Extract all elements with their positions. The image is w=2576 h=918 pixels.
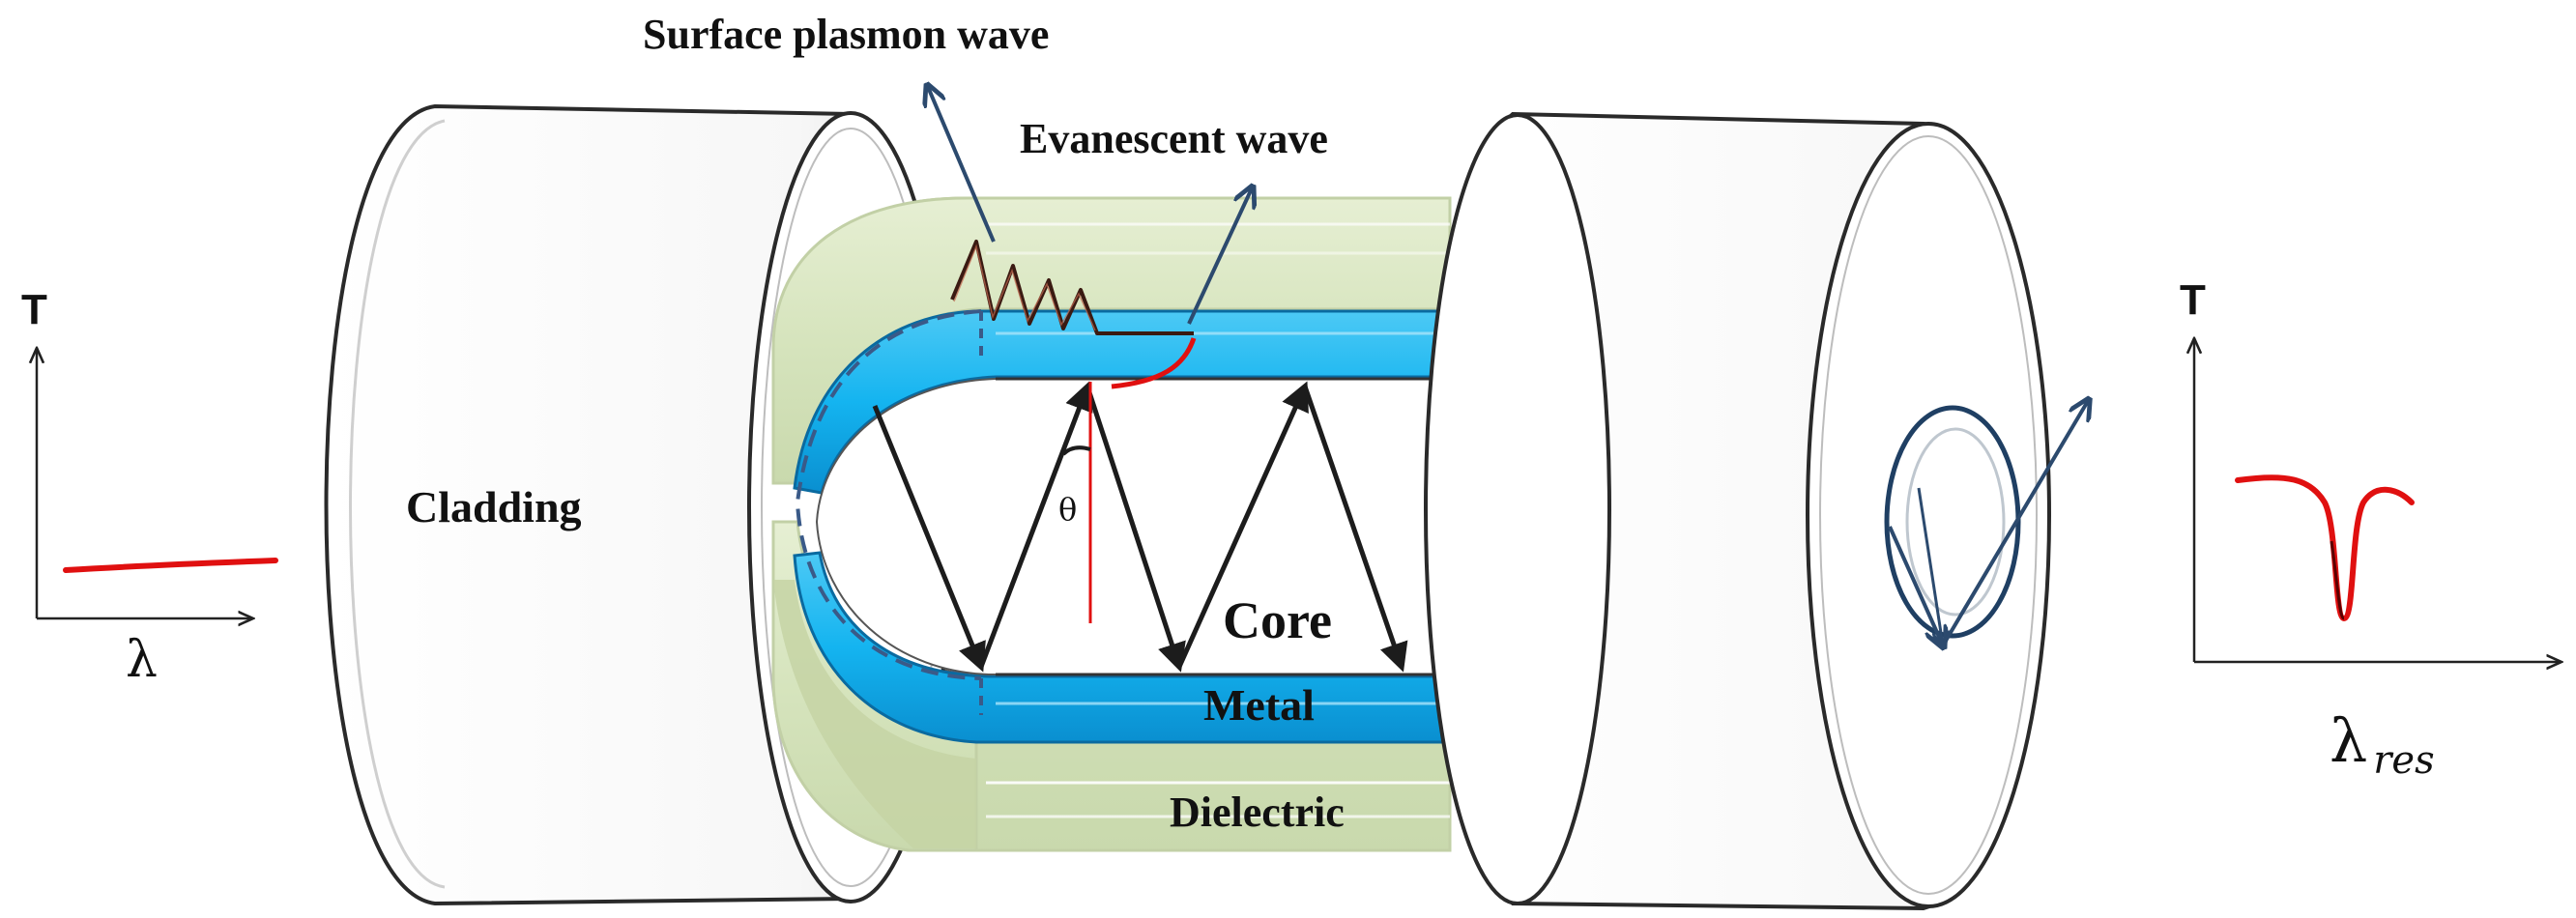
output-x-axis-symbol: λ xyxy=(2330,705,2367,776)
sensing-region-front xyxy=(771,196,1452,852)
core-label: Core xyxy=(1223,591,1332,649)
output-x-axis-subscript: res xyxy=(2373,738,2434,783)
output-resonance-dip-curve xyxy=(2235,474,2415,622)
dielectric-label: Dielectric xyxy=(1170,789,1345,836)
evanescent-wave-label: Evanescent wave xyxy=(1020,115,1328,162)
evanescent-wave-arrow xyxy=(1187,188,1252,325)
core-cross-section-inner xyxy=(1905,427,2006,617)
input-spectrum-plot: T λ xyxy=(21,286,278,689)
light-rays: θ xyxy=(872,381,1408,673)
right-cladding-cylinder xyxy=(1424,111,2088,911)
theta-label: θ xyxy=(1058,491,1077,528)
input-y-axis-label: T xyxy=(21,286,47,333)
wave-region xyxy=(928,87,1252,389)
metal-label: Metal xyxy=(1203,680,1315,730)
output-ray-arrow xyxy=(1941,401,2088,647)
surface-plasmon-wave-arrow xyxy=(928,87,996,243)
evanescent-decay-curve xyxy=(1111,337,1197,389)
input-x-axis-label: λ xyxy=(126,631,158,689)
cladding-label: Cladding xyxy=(406,482,582,531)
right-cylinder-front-face xyxy=(1424,113,1611,905)
right-cylinder-end-face xyxy=(1806,122,2051,908)
output-y-axis-label: T xyxy=(2180,276,2206,324)
zigzag-ray xyxy=(872,405,986,673)
incidence-angle-arc xyxy=(1061,445,1091,456)
surface-plasmon-wave-label: Surface plasmon wave xyxy=(643,11,1049,58)
input-flat-spectrum-curve xyxy=(63,558,278,573)
